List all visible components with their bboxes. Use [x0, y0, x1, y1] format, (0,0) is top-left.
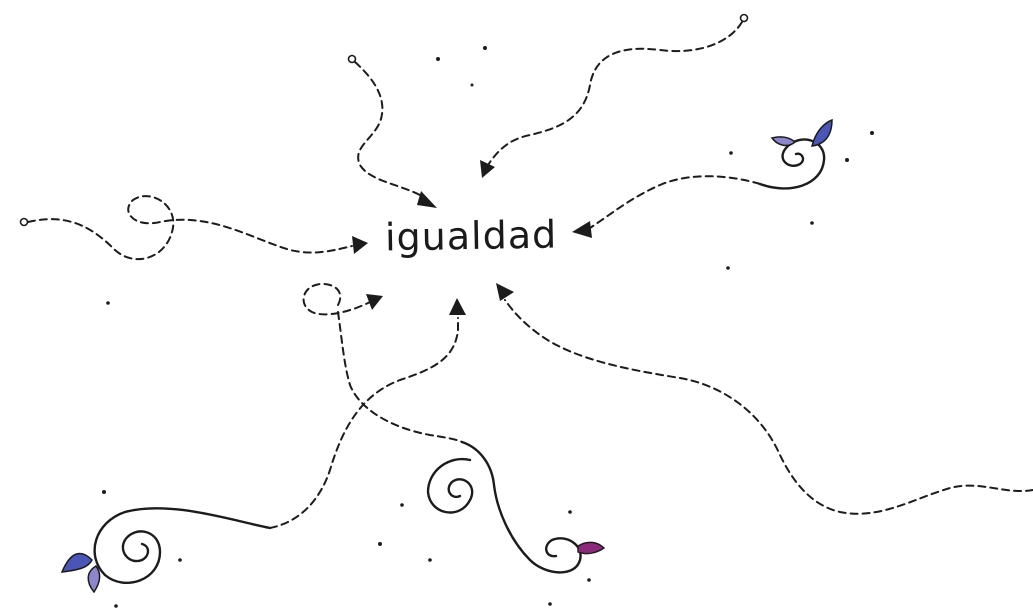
- arrow-top-right: [480, 15, 748, 179]
- center-word: igualdad: [385, 213, 558, 260]
- arrow-right: [572, 176, 760, 238]
- bud-magenta-icon: [578, 542, 604, 553]
- arrow-top: [349, 56, 438, 209]
- leaf-blue-icon-2: [812, 120, 832, 146]
- scattered-dots: [102, 46, 874, 608]
- leaf-blue-icon: [62, 554, 92, 572]
- arrow-bottom-left: [270, 298, 466, 528]
- leaf-lavender-icon: [88, 566, 99, 592]
- leaf-lavender-icon-2: [772, 137, 795, 146]
- vine-bottom-left: [62, 508, 270, 592]
- vine-bottom-center: [428, 442, 604, 572]
- sprig-top-right: [760, 120, 832, 188]
- arrow-bottom-right: [496, 283, 1033, 514]
- arrow-left-loop: [21, 196, 369, 259]
- arrow-small-loop: [304, 284, 383, 314]
- stem-small-loop: [338, 312, 462, 442]
